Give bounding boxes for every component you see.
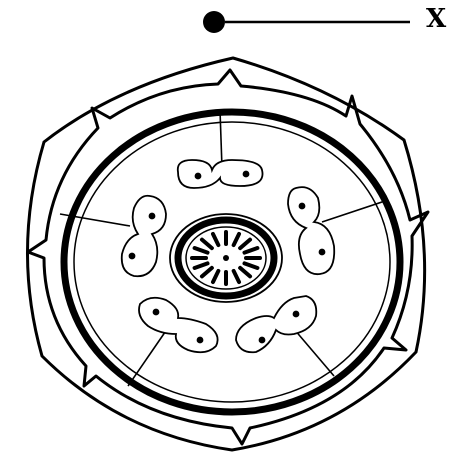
placenta — [223, 255, 229, 261]
ovary — [170, 214, 282, 302]
stamen-upper-left — [122, 196, 166, 276]
stamen-top — [178, 160, 263, 188]
midrib-line-upper-right — [322, 200, 388, 222]
stamen-upper-right — [288, 187, 334, 274]
stamen-lower-left — [139, 298, 218, 353]
midrib-line-top — [220, 110, 222, 168]
axis-dot — [203, 11, 225, 33]
stamen-lower-right — [236, 296, 316, 352]
label-x: X — [426, 6, 446, 32]
